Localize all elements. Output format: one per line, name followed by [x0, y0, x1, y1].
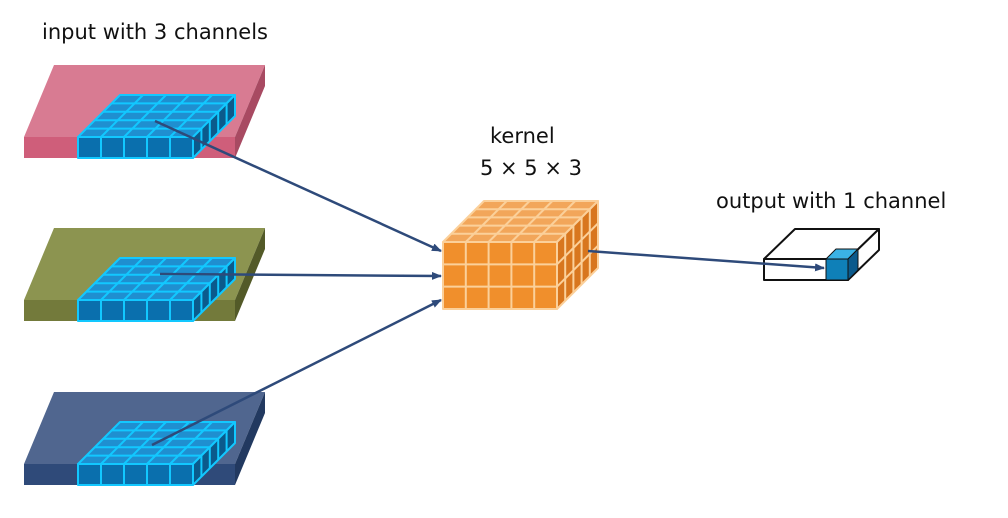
slab-side-face — [235, 65, 265, 158]
patch-top-grid-line — [123, 257, 167, 301]
patch-top-grid-line — [146, 257, 190, 301]
arrow-kernel-to-output — [587, 249, 825, 272]
input-channel-2-patch — [77, 257, 236, 322]
output-label: output with 1 channel — [716, 189, 947, 213]
patch-side-face — [192, 421, 236, 486]
patch-top-grid-line — [169, 421, 213, 465]
patch-top-grid-line — [146, 94, 190, 138]
patch-top-grid-line — [169, 257, 213, 301]
patch-top-grid-line — [100, 94, 144, 138]
patch-top-grid-line — [100, 421, 144, 465]
slab-side-face — [235, 392, 265, 485]
patch-top-grid-line — [123, 421, 167, 465]
output-feature-map — [763, 228, 880, 281]
patch-top-grid-line — [123, 94, 167, 138]
input-channel-1-patch — [77, 94, 236, 159]
kernel-cube — [442, 200, 599, 310]
output-cell-front-face — [825, 258, 849, 281]
input-channel-3-patch — [77, 421, 236, 486]
kernel-front-face — [442, 241, 558, 310]
arrow-channel-2-to-kernel — [159, 271, 442, 280]
patch-front-face — [77, 136, 194, 159]
patch-top-grid-line — [100, 257, 144, 301]
kernel-label: kernel — [490, 124, 555, 148]
arrow-channel-1-to-kernel — [154, 119, 442, 253]
kernel-dimensions-label: 5 × 5 × 3 — [480, 156, 582, 180]
arrow-channel-3-to-kernel — [151, 298, 442, 447]
kernel-top-grid-line — [510, 200, 554, 243]
kernel-side-grid-line — [556, 244, 599, 288]
patch-front-face — [77, 299, 194, 322]
patch-front-face — [77, 463, 194, 486]
output-cell-side-face — [847, 248, 859, 281]
kernel-top-grid-line — [533, 200, 576, 243]
kernel-side-grid-line — [556, 222, 599, 266]
kernel-top-grid-line — [465, 200, 508, 243]
input-label: input with 3 channels — [42, 20, 268, 44]
kernel-top-grid-line — [487, 200, 531, 243]
